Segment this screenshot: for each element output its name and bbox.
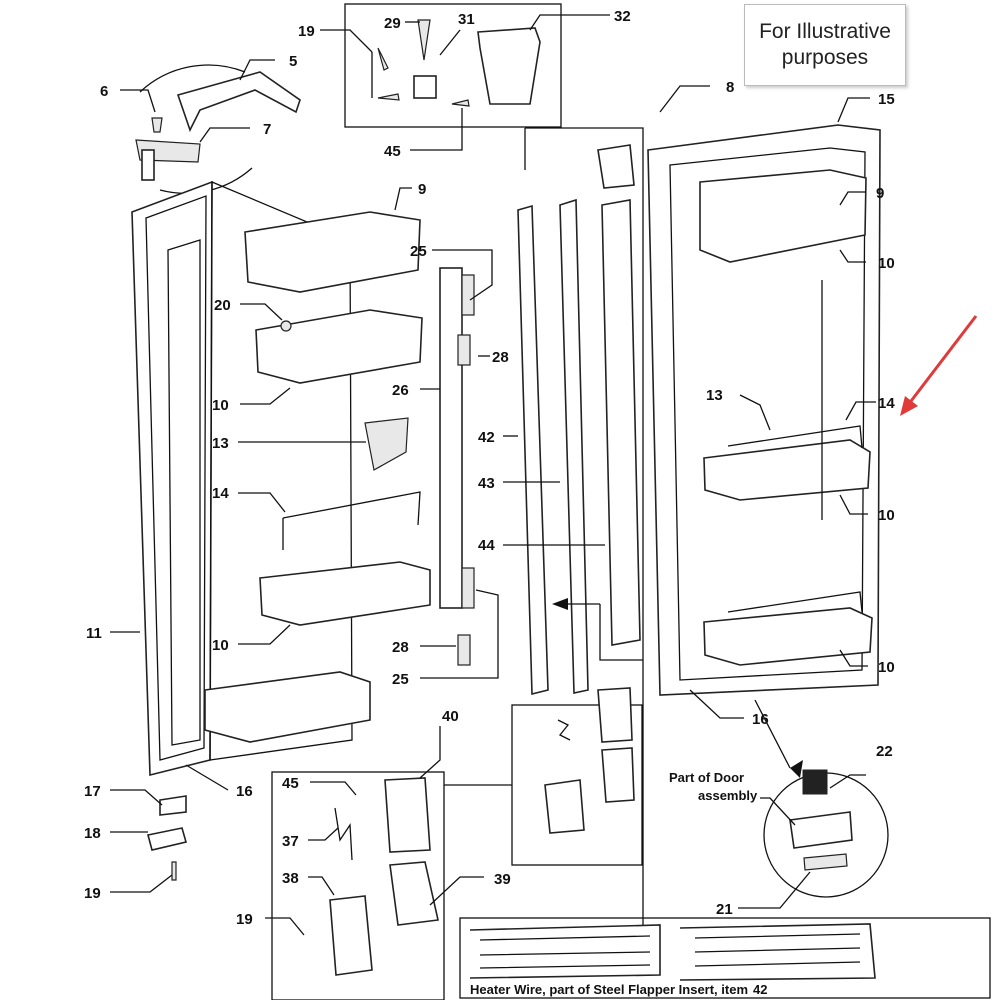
heater-wire-caption-item: 42 [753, 982, 767, 997]
door-assembly-caption-line1: Part of Door [669, 770, 744, 785]
callout-43: 43 [478, 475, 495, 492]
callout-31: 31 [458, 11, 475, 28]
callout-19-top: 19 [298, 23, 315, 40]
callout-10-right-middle: 10 [878, 507, 895, 524]
callout-10-left-upper: 10 [212, 397, 229, 414]
callout-28-top: 28 [492, 349, 509, 366]
door-assembly-caption-line2: assembly [698, 788, 758, 803]
callout-15: 15 [878, 91, 895, 108]
callout-38: 38 [282, 870, 299, 887]
callout-16-left: 16 [236, 783, 253, 800]
callout-45-bottom: 45 [282, 775, 299, 792]
heater-wire-panel [459, 917, 991, 999]
callout-39: 39 [494, 871, 511, 888]
right-door [647, 124, 881, 696]
callout-21: 21 [716, 901, 733, 918]
heater-wire-caption: Heater Wire, part of Steel Flapper Inser… [470, 982, 767, 997]
hinge-hardware-box [344, 3, 562, 128]
callout-10-right-bottom: 10 [878, 659, 895, 676]
callout-9-left: 9 [418, 181, 426, 198]
callout-17: 17 [84, 783, 101, 800]
center-trim-strips [439, 127, 644, 930]
door-assembly-detail [754, 699, 889, 898]
pointer-arrow [900, 315, 978, 416]
callout-42: 42 [478, 429, 495, 446]
lower-bracket-box [271, 687, 643, 1000]
callout-labels: 5 6 7 8 9 9 10 10 10 10 10 11 13 13 14 1… [84, 8, 895, 928]
callout-8: 8 [726, 79, 734, 96]
lower-hinge-parts [147, 795, 187, 881]
callout-28-bottom: 28 [392, 639, 409, 656]
callout-6: 6 [100, 83, 108, 100]
callout-7: 7 [263, 121, 271, 138]
callout-37: 37 [282, 833, 299, 850]
callout-25-top: 25 [410, 243, 427, 260]
callout-14-right: 14 [878, 395, 895, 412]
heater-wire-caption-text: Heater Wire, part of Steel Flapper Inser… [470, 982, 748, 997]
illustrative-note: For Illustrative purposes [744, 4, 906, 86]
callout-20: 20 [214, 297, 231, 314]
callout-29: 29 [384, 15, 401, 32]
captions: Part of Door assembly Heater Wire, part … [470, 770, 767, 997]
callout-13-left: 13 [212, 435, 229, 452]
callout-11: 11 [86, 625, 102, 642]
left-door [131, 180, 431, 777]
callout-16-right: 16 [752, 711, 769, 728]
callout-25-bottom: 25 [392, 671, 409, 688]
callout-26: 26 [392, 382, 409, 399]
callout-19-bottom: 19 [236, 911, 253, 928]
callout-40: 40 [442, 708, 459, 725]
illustrative-note-text: For Illustrative purposes [759, 20, 891, 69]
callout-19-left: 19 [84, 885, 101, 902]
hinge-detail-circle [135, 64, 301, 194]
leader-lines [110, 14, 876, 936]
callout-5: 5 [289, 53, 297, 70]
callout-45-top: 45 [384, 143, 401, 160]
callout-44: 44 [478, 537, 495, 554]
callout-10-left-lower: 10 [212, 637, 229, 654]
callout-10-right-top: 10 [878, 255, 895, 272]
callout-22: 22 [876, 743, 893, 760]
callout-9-right: 9 [876, 185, 884, 202]
callout-13-right: 13 [706, 387, 723, 404]
callout-18: 18 [84, 825, 101, 842]
callout-32: 32 [614, 8, 631, 25]
callout-14-left: 14 [212, 485, 229, 502]
